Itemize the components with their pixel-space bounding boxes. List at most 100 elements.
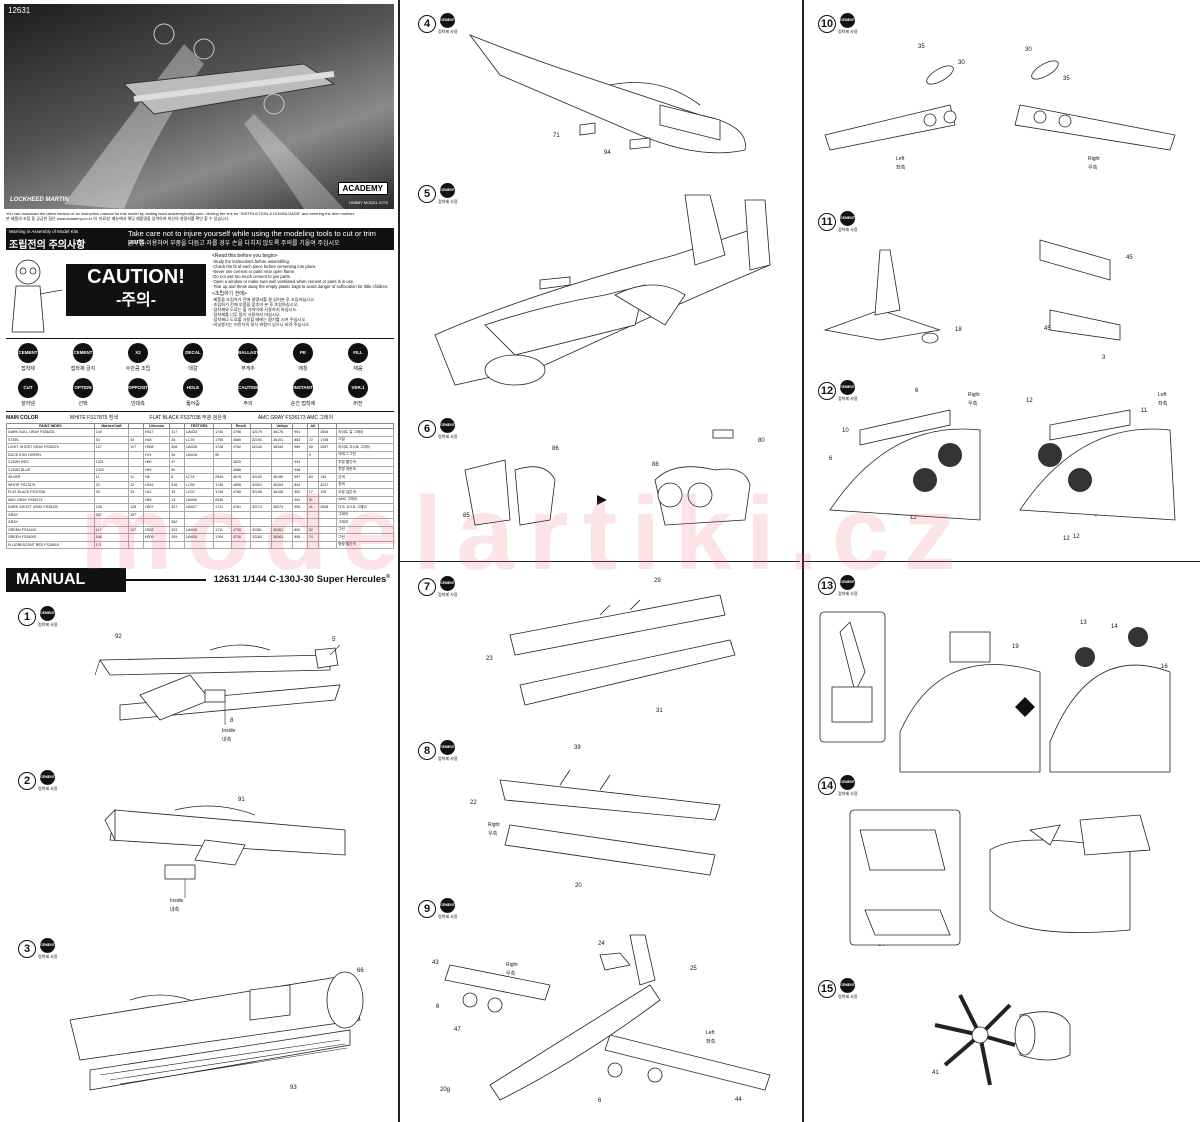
table-cell (231, 510, 251, 519)
table-cell (128, 450, 144, 459)
table-cell: 4680 (231, 435, 251, 444)
table-cell: 992 (292, 495, 308, 504)
table-cell: 1745 (213, 480, 233, 489)
table-cell: 4686 (231, 465, 251, 474)
cement-caption: 접착제 사용 (38, 786, 58, 791)
table-cell: AMC GRAY FS36173 (6, 495, 95, 504)
cement-icon: CEMENT (840, 775, 855, 790)
warning-headline-ko: 공구를 이용하여 부품을 다듬고 자를 경우 손을 다치지 않도록 주의를 기울… (128, 241, 340, 247)
step-12-drawing (829, 409, 1176, 521)
part-number: 6 (598, 1098, 602, 1104)
part-number: 41 (932, 1070, 939, 1076)
caution-badge: CAUTION! -주의- (66, 264, 206, 316)
step-number-4: 4 (418, 15, 436, 33)
table-cell: 라이트 갈 그레이 (336, 428, 394, 437)
part-number: 35 (1063, 76, 1070, 82)
symbol-decal-icon: DECAL (183, 343, 203, 363)
table-cell (249, 465, 273, 474)
table-cell (169, 510, 185, 519)
table-cell (318, 458, 338, 467)
symbol-caption: 에칭 (298, 366, 308, 372)
table-cell: 117 (128, 525, 144, 534)
step-number-5: 5 (418, 185, 436, 203)
column-header: TESTORS (183, 423, 215, 429)
step-number-3: 3 (18, 940, 36, 958)
table-cell (249, 518, 273, 527)
cement-icon: CEMENT (440, 898, 455, 913)
step-14-drawing (849, 809, 1151, 946)
manual-label: MANUAL (6, 568, 126, 592)
table-cell: 36363 (271, 533, 294, 542)
warning-headline: Take care not to injure yourself while u… (128, 229, 377, 246)
cement-icon: CEMENT (40, 770, 55, 785)
table-cell: 33 (128, 488, 144, 497)
step-number-15: 15 (818, 980, 836, 998)
table-cell: 4678 (231, 473, 251, 482)
step-number-11: 11 (818, 213, 836, 231)
table-cell: 303 (169, 525, 185, 534)
part-number: 6 (829, 456, 833, 462)
table-cell: 그린 (336, 533, 394, 542)
caution-en: CAUTION! (87, 266, 185, 288)
table-cell: 11 (93, 473, 130, 482)
caution-panel: CAUTION! -주의- (6, 254, 206, 334)
table-cell: 라이트 고스트 그레이 (336, 443, 394, 452)
table-cell (271, 518, 294, 527)
table-cell (306, 465, 320, 474)
table-cell (306, 518, 320, 527)
cement-icon: CEMENT (840, 978, 855, 993)
table-cell: 무광 검은색 (336, 488, 394, 497)
table-cell: 4726 (231, 533, 251, 542)
table-cell (249, 510, 273, 519)
side-label: 우측 (488, 831, 498, 837)
table-cell: H307 (142, 503, 171, 512)
table-cell (93, 495, 130, 504)
table-cell: 36361 (271, 525, 294, 534)
side-label: Right (488, 822, 500, 828)
table-cell: 316 (169, 480, 185, 489)
read-line-ko: ·접착제를 너무 많이 사용하지 마십시오. (212, 312, 281, 317)
table-cell: 989 (292, 443, 308, 452)
cement-icon: CEMENT (840, 380, 855, 395)
part-number: 12 (1073, 534, 1080, 540)
symbol-option-icon: OPTION (73, 378, 93, 398)
column-header (336, 423, 394, 429)
symbol-caption: 반대측 (131, 401, 145, 407)
table-cell: 그레이 (336, 518, 394, 527)
read-line-ko: ·조립하기 전에 부품을 맞추어 본 후 조립하십시오. (212, 302, 299, 307)
trademark: ® (386, 574, 390, 580)
part-number: 23 (486, 656, 493, 662)
table-cell: H308 (142, 443, 171, 452)
read-line-ko: ·제품을 조립하기 전에 설명서를 잘 읽어본 후 조립하십시오. (212, 297, 316, 302)
table-cell: 895 (292, 533, 308, 542)
table-cell: 4768 (231, 488, 251, 497)
table-cell: 28 (169, 435, 185, 444)
table-cell: 50 (169, 465, 185, 474)
side-label: 내측 (170, 907, 180, 913)
table-cell: H93 (142, 465, 171, 474)
table-cell (318, 533, 338, 542)
side-label: 내측 (222, 737, 232, 743)
table-cell: FLAT BLACK FS37038 (6, 488, 95, 497)
table-cell (128, 518, 144, 527)
table-cell: SILVER (6, 473, 95, 482)
table-cell: LC74 (183, 473, 215, 482)
table-cell: 36176 (271, 428, 294, 437)
side-label: 좌측 (1158, 401, 1168, 407)
table-cell (231, 540, 251, 549)
table-cell: 115 (318, 488, 338, 497)
table-cell: 11 (128, 473, 144, 482)
table-cell (249, 450, 273, 459)
table-cell: GRAY (6, 518, 95, 527)
table-cell (213, 540, 233, 549)
table-cell: 22 (93, 480, 130, 489)
table-cell (292, 450, 308, 459)
table-cell (183, 465, 215, 474)
table-cell (271, 495, 294, 504)
symbol-caption: 순간 접착제 (290, 401, 316, 407)
column-header (213, 423, 233, 429)
table-cell (128, 458, 144, 467)
